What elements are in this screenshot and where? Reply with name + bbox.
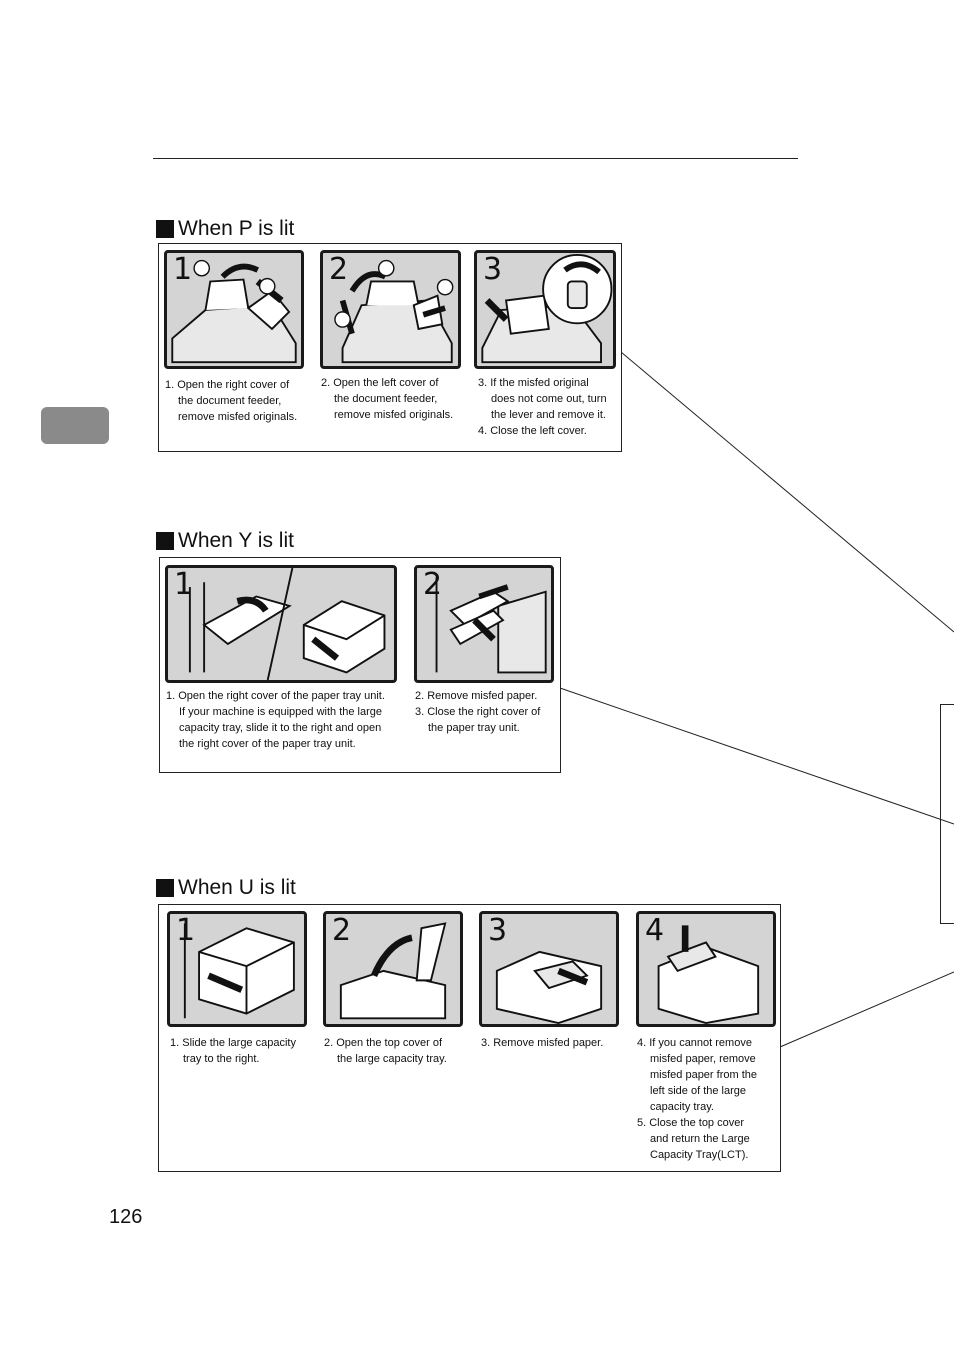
panel-number: 2: [329, 255, 348, 285]
step-line: 2. Remove misfed paper.: [415, 688, 540, 704]
step-line: 1. Open the right cover of: [165, 377, 297, 393]
heading-square-icon: [156, 879, 174, 897]
illustration-panel: 2: [414, 565, 554, 683]
step-line: does not come out, turn: [478, 391, 607, 407]
chapter-tab-marker: [41, 407, 109, 444]
illustration-panel: 1: [164, 250, 304, 369]
step-text: 2. Open the top cover of the large capac…: [324, 1035, 447, 1067]
step-line: 4. If you cannot remove: [637, 1035, 757, 1051]
step-line: 3. Close the right cover of: [415, 704, 540, 720]
section-heading-p: When P is lit: [156, 217, 294, 241]
illustration-panel: 4: [636, 911, 776, 1027]
step-line: capacity tray.: [637, 1099, 757, 1115]
step-text: 1. Open the right cover of the paper tra…: [166, 688, 385, 752]
illustration-panel: 1: [165, 565, 397, 683]
step-line: the document feeder,: [321, 391, 453, 407]
step-line: 3. Remove misfed paper.: [481, 1035, 603, 1051]
step-text: 2. Open the left cover of the document f…: [321, 375, 453, 423]
step-line: and return the Large: [637, 1131, 757, 1147]
heading-square-icon: [156, 220, 174, 238]
illustration-panel: 1: [167, 911, 307, 1027]
step-text: 2. Remove misfed paper. 3. Close the rig…: [415, 688, 540, 736]
panel-number: 3: [488, 916, 507, 946]
step-line: 2. Open the left cover of: [321, 375, 453, 391]
panel-number: 2: [332, 916, 351, 946]
panel-number: 3: [483, 255, 502, 285]
panel-number: 1: [174, 570, 193, 600]
section-box-u: 1 2 3 4 1. Slide the large c: [158, 904, 781, 1172]
panel-number: 4: [645, 916, 664, 946]
section-box-y: 1 2 1. Open the right cover of the paper…: [159, 557, 561, 773]
step-line: 2. Open the top cover of: [324, 1035, 447, 1051]
panel-number: 1: [173, 255, 192, 285]
paper-tray-right-cover-illustration: [168, 568, 394, 680]
section-heading-y: When Y is lit: [156, 529, 294, 553]
step-line: If your machine is equipped with the lar…: [166, 704, 385, 720]
step-line: left side of the large: [637, 1083, 757, 1099]
step-line: 3. If the misfed original: [478, 375, 607, 391]
step-line: the right cover of the paper tray unit.: [166, 736, 385, 752]
section-heading-u: When U is lit: [156, 876, 296, 900]
illustration-panel: 3: [474, 250, 616, 369]
step-line: the lever and remove it.: [478, 407, 607, 423]
section-box-p: 1 2 3: [158, 243, 622, 452]
section-heading-text: When U is lit: [178, 876, 296, 900]
step-line: Capacity Tray(LCT).: [637, 1147, 757, 1163]
header-rule: [153, 158, 798, 159]
step-text: 4. If you cannot remove misfed paper, re…: [637, 1035, 757, 1163]
step-line: misfed paper from the: [637, 1067, 757, 1083]
side-frame: [940, 704, 954, 924]
section-heading-text: When P is lit: [178, 217, 294, 241]
step-line: the paper tray unit.: [415, 720, 540, 736]
page-number: 126: [109, 1206, 142, 1229]
step-line: remove misfed originals.: [321, 407, 453, 423]
section-heading-text: When Y is lit: [178, 529, 294, 553]
illustration-panel: 3: [479, 911, 619, 1027]
illustration-panel: 2: [323, 911, 463, 1027]
step-line: misfed paper, remove: [637, 1051, 757, 1067]
step-line: 1. Slide the large capacity: [170, 1035, 296, 1051]
illustration-panel: 2: [320, 250, 461, 369]
step-text: 1. Slide the large capacity tray to the …: [170, 1035, 296, 1067]
step-line: capacity tray, slide it to the right and…: [166, 720, 385, 736]
step-line: 1. Open the right cover of the paper tra…: [166, 688, 385, 704]
step-line: tray to the right.: [170, 1051, 296, 1067]
step-text: 3. Remove misfed paper.: [481, 1035, 603, 1051]
heading-square-icon: [156, 532, 174, 550]
step-line: 4. Close the left cover.: [478, 423, 607, 439]
step-line: the document feeder,: [165, 393, 297, 409]
step-line: the large capacity tray.: [324, 1051, 447, 1067]
step-line: remove misfed originals.: [165, 409, 297, 425]
step-line: 5. Close the top cover: [637, 1115, 757, 1131]
step-text: 3. If the misfed original does not come …: [478, 375, 607, 439]
step-text: 1. Open the right cover of the document …: [165, 377, 297, 425]
panel-number: 1: [176, 916, 195, 946]
panel-number: 2: [423, 570, 442, 600]
